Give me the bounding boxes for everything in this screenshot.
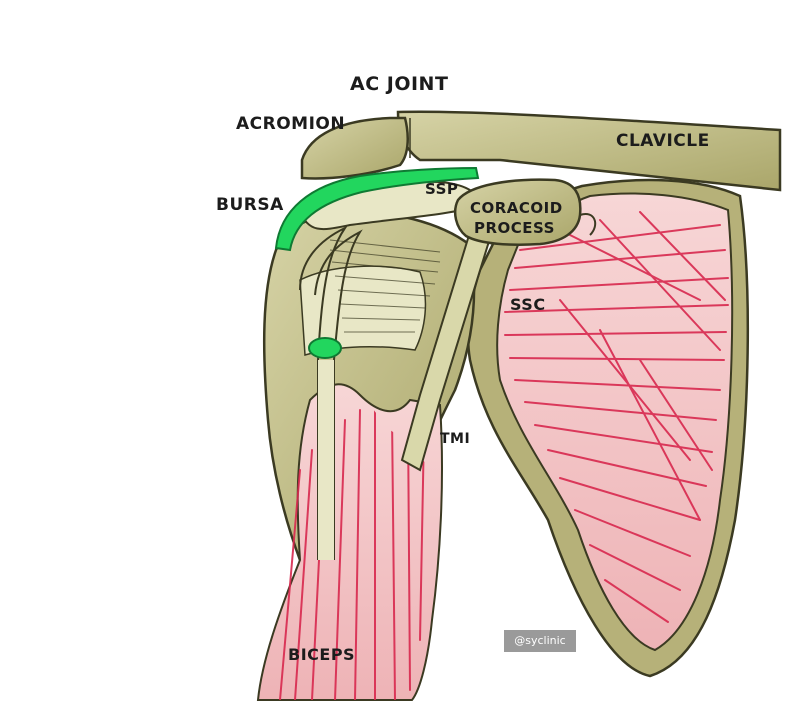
bicipital-sheath: [308, 337, 342, 359]
watermark-badge: @syclinic: [504, 630, 576, 652]
label-tmi: TMI: [440, 431, 470, 447]
clavicle: [396, 110, 782, 192]
label-coracoid-line2: PROCESS: [474, 219, 555, 237]
label-ssc: SSC: [510, 295, 546, 314]
coracoid-process: [454, 178, 597, 246]
biceps-muscle: [256, 225, 443, 701]
subscapularis-muscle: [496, 192, 734, 652]
label-coracoid-line1: CORACOID: [470, 199, 563, 217]
label-bursa: BURSA: [216, 195, 284, 215]
label-ssp: SSP: [425, 180, 458, 198]
label-ac-joint: AC JOINT: [350, 73, 448, 95]
subacromial-bursa: [274, 166, 480, 359]
label-clavicle: CLAVICLE: [616, 131, 710, 151]
label-acromion: ACROMION: [236, 114, 345, 134]
label-biceps: BICEPS: [288, 645, 355, 664]
acromion: [300, 116, 409, 180]
